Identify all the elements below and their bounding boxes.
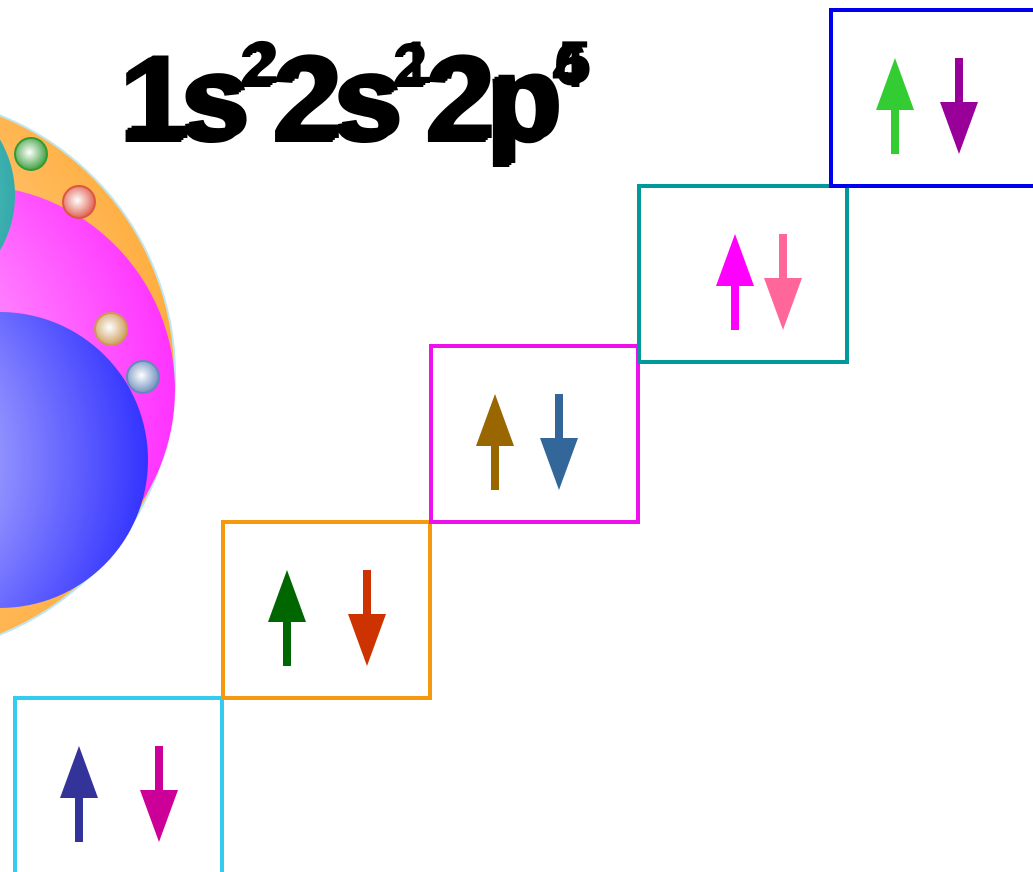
atom-model — [0, 114, 176, 636]
orbital-box-border — [429, 344, 640, 524]
spin-up-arrow-icon — [716, 234, 754, 330]
teal-shell — [0, 139, 15, 251]
electrons — [14, 137, 160, 394]
electron-count: 2 — [392, 33, 423, 100]
spin-down-arrow-icon — [764, 234, 802, 330]
spin-up-arrow-icon — [476, 394, 514, 490]
orbital-term: 1s — [118, 34, 241, 168]
spin-up-arrow-icon — [268, 570, 306, 666]
orbital-boxes — [13, 8, 1033, 872]
orbital-term: 2p — [426, 32, 556, 166]
orbital-box — [637, 184, 849, 364]
spin-down-arrow-icon — [940, 58, 978, 154]
electron-configuration-labels: 1s2 2s2 2p6 1s2 2s1 2p5 1s2 2s2 2p4 — [118, 29, 596, 168]
orbital-box-border — [221, 520, 432, 700]
orbital-box-border — [13, 696, 224, 872]
spin-up-arrow-icon — [60, 746, 98, 842]
orbital-term: 2s — [277, 30, 400, 164]
orbital-box-border — [637, 184, 849, 364]
electron-configuration-label: 1s2 2s1 2p5 — [124, 29, 590, 164]
orbital-term: 2p — [424, 34, 554, 168]
nucleus — [0, 312, 148, 608]
orbital-term: 1s — [124, 30, 247, 164]
spin-down-arrow-icon — [348, 570, 386, 666]
orbital-term: 2s — [271, 34, 394, 168]
electron-configuration-label: 1s2 2s2 2p6 — [120, 31, 586, 166]
electron — [14, 137, 48, 171]
electron — [94, 312, 128, 346]
spin-up-arrow-icon — [876, 58, 914, 154]
orbital-term: 1s — [120, 32, 243, 166]
electron — [126, 360, 160, 394]
orbital-box — [13, 696, 224, 872]
orbital-box — [221, 520, 432, 700]
orbital-box — [429, 344, 640, 524]
orbital-term: 2s — [273, 32, 396, 166]
orbital-term: 2p — [430, 30, 560, 164]
electron-configuration-label: 1s2 2s2 2p4 — [118, 33, 586, 168]
orbital-box-border — [829, 8, 1033, 188]
spin-down-arrow-icon — [140, 746, 178, 842]
orbital-box — [829, 8, 1033, 188]
electron — [62, 185, 96, 219]
spin-down-arrow-icon — [540, 394, 578, 490]
electron-count: 2 — [239, 33, 270, 100]
